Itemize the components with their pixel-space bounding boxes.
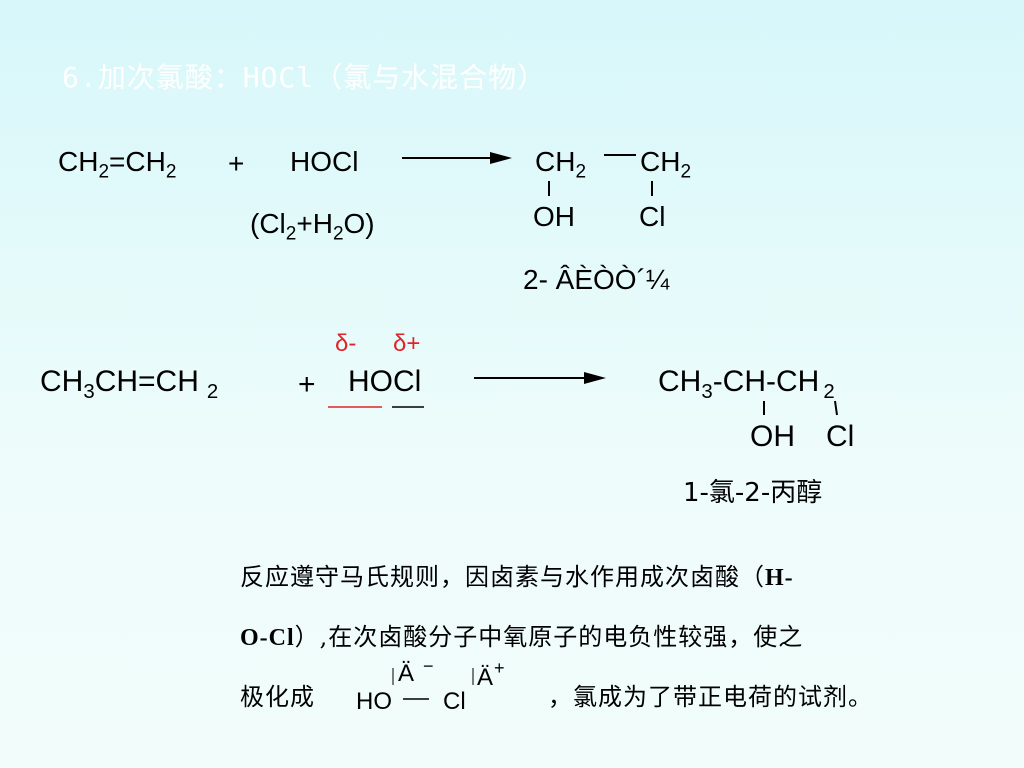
reaction1-reagent: HOCl — [290, 146, 359, 177]
reaction2-product-oh: OH — [750, 420, 795, 453]
reaction1-product-oh: OH — [533, 201, 575, 232]
paragraph-line-1: 反应遵守马氏规则，因卤素与水作用成次卤酸（H- — [240, 563, 794, 591]
delta-plus-label: δ+ — [393, 330, 421, 357]
paragraph-line-3-end: ，氯成为了带正电荷的试剂。 — [548, 683, 873, 711]
reaction1-product-name: 2- ÂÈÒÒ´¼ — [523, 264, 670, 295]
reaction2-product-name: 1-氯-2-丙醇 — [683, 478, 823, 508]
polar-ho: HO — [356, 688, 392, 715]
reaction1-arrow-head — [490, 152, 512, 164]
polar-cl: Cl — [443, 688, 466, 715]
reaction2-arrow-head — [584, 372, 606, 384]
polar-a-left: Ä — [398, 660, 415, 687]
reaction2-plus: + — [298, 368, 316, 401]
paragraph-line-3-start: 极化成 — [240, 683, 315, 711]
delta-minus-label: δ- — [335, 330, 357, 357]
reaction2-reagent: HOCl — [348, 365, 422, 398]
reaction1-product-cl: Cl — [639, 201, 666, 232]
reaction1-plus: + — [228, 148, 245, 179]
paragraph-line-2: O-Cl）,在次卤酸分子中氧原子的电负性较强，使之 — [240, 623, 804, 651]
reaction1-product-ch2-left: CH2 — [535, 146, 587, 183]
polar-minus: − — [423, 656, 434, 676]
reaction1-reactant: CH2=CH2 — [58, 146, 177, 183]
polar-a-right: Ä — [477, 664, 494, 691]
reaction1-condition: (Cl2+H2O) — [250, 208, 375, 245]
reaction1-product-ch2-right: CH2 — [640, 146, 692, 183]
polar-plus: + — [494, 658, 505, 678]
reaction2-product-cl: Cl — [826, 420, 855, 453]
slide-title: 6.加次氯酸：HOCl（氯与水混合物） — [62, 61, 547, 94]
reaction2-cl-bond — [834, 400, 838, 416]
